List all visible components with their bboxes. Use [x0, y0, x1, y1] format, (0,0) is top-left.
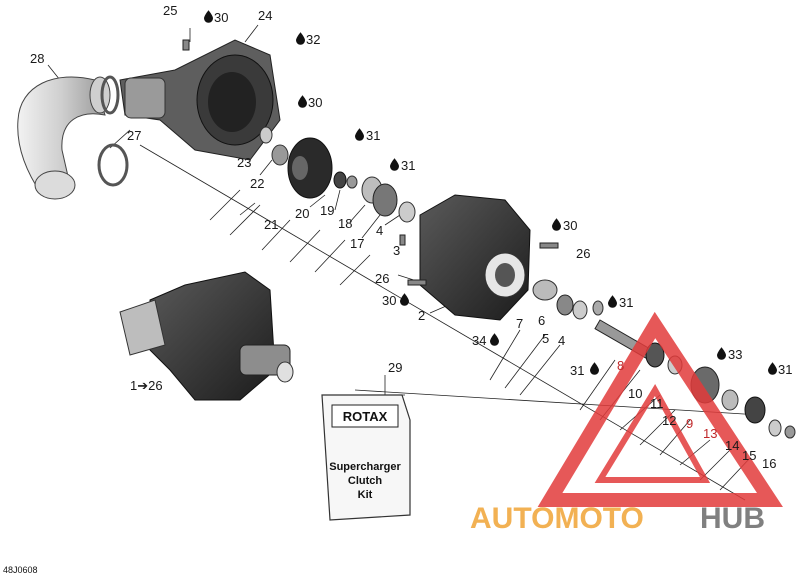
label-12: 12: [662, 413, 676, 428]
center-shaft-parts: [532, 279, 604, 320]
oil-ref-33: 33: [728, 347, 742, 362]
label-14: 14: [725, 438, 739, 453]
label-15: 15: [742, 448, 756, 463]
oil-drop-icon: [400, 293, 409, 306]
label-27: 27: [127, 128, 141, 143]
studs: [399, 234, 559, 286]
label-23: 23: [237, 155, 251, 170]
kit-brand-text: ROTAX: [343, 409, 388, 424]
diagram-code: 48J0608: [3, 565, 38, 575]
label-17: 17: [350, 236, 364, 251]
label-6: 6: [538, 313, 545, 328]
supercharger-cover: [119, 39, 281, 161]
label-26b: 26: [375, 271, 389, 286]
label-11: 11: [650, 396, 664, 411]
oil-drop-icon: [768, 362, 777, 375]
label-18: 18: [338, 216, 352, 231]
label-25: 25: [163, 3, 177, 18]
oil-drop-icon: [717, 347, 726, 360]
kit-box: ROTAX Supercharger Clutch Kit: [321, 394, 411, 521]
kit-line1-text: Supercharger: [329, 461, 401, 473]
oil-ref-31b: 31: [401, 158, 415, 173]
small-rings: [259, 126, 289, 166]
oil-drop-icon: [390, 158, 399, 171]
oil-ref-31e: 31: [778, 362, 792, 377]
oil-ref-31d: 31: [619, 295, 633, 310]
watermark-part2: HUB: [700, 502, 765, 535]
label-31c: 31: [570, 363, 584, 378]
label-4a: 4: [376, 223, 383, 238]
label-10: 10: [628, 386, 642, 401]
oil-drop-icon: [490, 333, 499, 346]
oil-ref-30b: 30: [308, 95, 322, 110]
oil-ref-30d: 30: [382, 293, 396, 308]
watermark-logo: AUTOMOTO HUB: [470, 311, 783, 535]
label-26a: 26: [576, 246, 590, 261]
bearing-stack: [361, 176, 416, 223]
label-34: 34: [472, 333, 486, 348]
shaft-parts: [333, 171, 358, 189]
oil-drop-icon: [590, 362, 599, 375]
label-1-to-26: 1➔26: [130, 378, 163, 393]
label-28: 28: [30, 51, 44, 66]
kit-line2-text: Clutch: [348, 475, 383, 487]
impeller: [287, 137, 333, 199]
oil-ref-30a: 30: [214, 10, 228, 25]
label-21: 21: [264, 217, 278, 232]
oil-ref-32: 32: [306, 32, 320, 47]
kit-line3-text: Kit: [358, 489, 373, 501]
label-4b: 4: [558, 333, 565, 348]
label-7: 7: [516, 316, 523, 331]
label-13: 13: [703, 426, 717, 441]
screw: [182, 39, 190, 51]
main-housing: [419, 194, 531, 321]
label-5: 5: [542, 331, 549, 346]
label-19: 19: [320, 203, 334, 218]
oil-drop-icon: [298, 95, 307, 108]
oil-ref-31a: 31: [366, 128, 380, 143]
label-8: 8: [617, 358, 624, 373]
oil-drop-icon: [296, 32, 305, 45]
label-2: 2: [418, 308, 425, 323]
label-16: 16: [762, 456, 776, 471]
intake-duct: [17, 76, 111, 200]
oil-drop-icon: [608, 295, 617, 308]
oil-drop-icon: [552, 218, 561, 231]
watermark-part1: AUTOMOTO: [470, 502, 644, 535]
part-labels: 25 24 28 27 23 22 21 20 19 18 17 4 3 26 …: [30, 3, 776, 471]
label-9: 9: [686, 416, 693, 431]
label-22: 22: [250, 176, 264, 191]
label-20: 20: [295, 206, 309, 221]
oil-ref-30c: 30: [563, 218, 577, 233]
assembled-supercharger: [119, 271, 294, 401]
label-24: 24: [258, 8, 272, 23]
clamp-rings: [97, 75, 129, 187]
oil-drop-icon: [355, 128, 364, 141]
label-29: 29: [388, 360, 402, 375]
oil-refs: 30 32 30 31 31 30 30 31 33 31: [204, 10, 792, 377]
label-3: 3: [393, 243, 400, 258]
oil-drop-icon: [204, 10, 213, 23]
